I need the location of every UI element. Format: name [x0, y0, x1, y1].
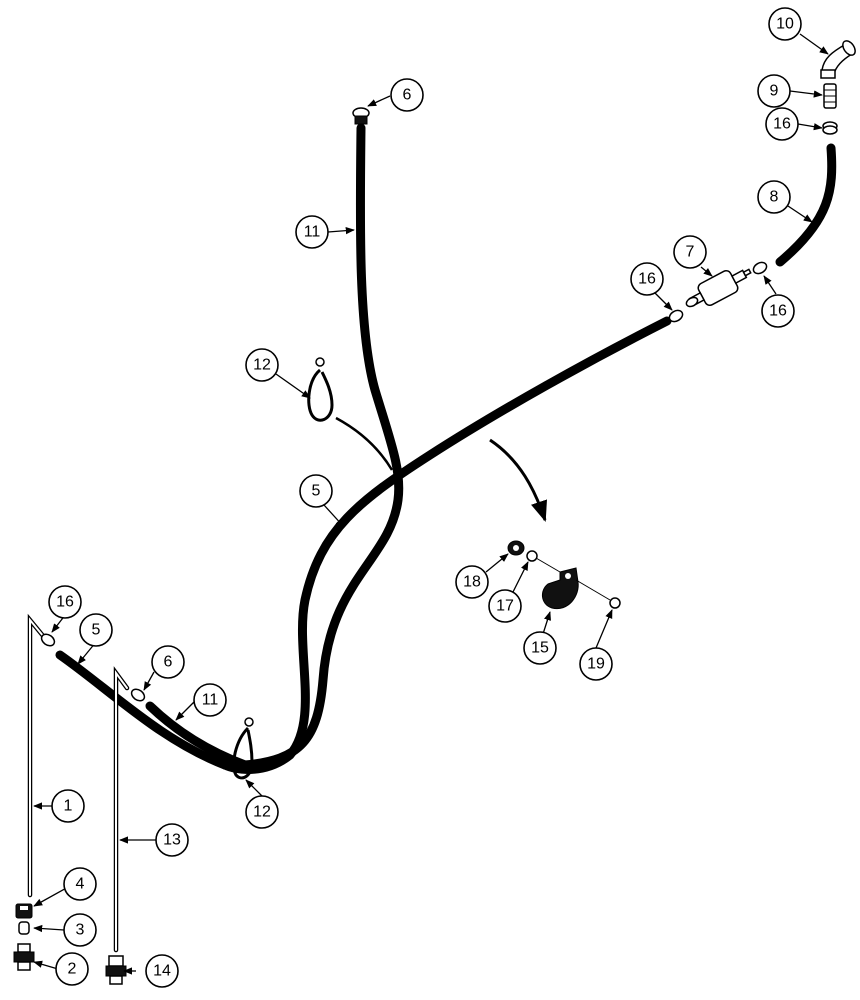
callout-4: 4: [63, 867, 97, 901]
washer-19: [609, 597, 621, 609]
fitting-9: [823, 83, 837, 109]
callout-14: 14: [145, 954, 179, 988]
sleeve-3: [18, 921, 30, 935]
callout-10: 10: [768, 7, 802, 41]
svg-text:6: 6: [164, 654, 173, 671]
hose-clamp-16-filter-left: [668, 309, 684, 323]
svg-text:16: 16: [773, 116, 791, 133]
connector-2: [13, 943, 35, 971]
callout-11-lower: 11: [193, 683, 227, 717]
callout-6-top: 6: [390, 78, 424, 112]
callout-16-filter-right: 16: [761, 294, 795, 328]
svg-text:8: 8: [770, 189, 779, 206]
hose-5: [55, 316, 672, 774]
svg-text:12: 12: [253, 804, 271, 821]
elbow-fitting-10: [820, 40, 856, 79]
svg-text:11: 11: [202, 692, 219, 709]
svg-text:12: 12: [253, 357, 271, 374]
hose-hanger-12-lower: [232, 717, 254, 780]
svg-text:7: 7: [686, 244, 695, 261]
svg-text:9: 9: [770, 83, 779, 100]
hose-clamp-16-left: [40, 633, 56, 647]
callout-15: 15: [523, 631, 557, 665]
svg-text:5: 5: [312, 483, 321, 500]
svg-text:5: 5: [92, 622, 101, 639]
callout-3: 3: [63, 913, 97, 947]
callout-5-middle: 5: [299, 474, 333, 508]
svg-text:2: 2: [68, 961, 77, 978]
svg-text:3: 3: [76, 922, 85, 939]
washer-17: [526, 550, 538, 562]
callout-12-lower: 12: [245, 795, 279, 829]
callout-6-lower: 6: [151, 645, 185, 679]
svg-text:1: 1: [64, 798, 73, 815]
svg-text:16: 16: [638, 271, 656, 288]
svg-text:19: 19: [587, 656, 605, 673]
callout-18: 18: [455, 565, 489, 599]
tube-1: [27, 613, 47, 898]
clip-bracket-15: [542, 567, 579, 610]
svg-text:14: 14: [153, 963, 171, 980]
nut-4: [15, 903, 33, 919]
svg-text:6: 6: [403, 87, 412, 104]
callout-9: 9: [757, 74, 791, 108]
hose-clamp-6-top: [352, 107, 370, 125]
connector-14: [105, 955, 127, 985]
hose-8: [775, 143, 837, 267]
hose-clamp-16-filter-right: [752, 261, 768, 275]
callout-1: 1: [51, 789, 85, 823]
callout-13: 13: [155, 823, 189, 857]
svg-text:16: 16: [769, 303, 787, 320]
nut-18: [507, 540, 525, 556]
hose-11: [145, 123, 404, 770]
callout-2: 2: [55, 952, 89, 986]
svg-text:15: 15: [531, 640, 549, 657]
tube-13: [113, 666, 130, 953]
svg-text:11: 11: [304, 224, 321, 241]
svg-text:18: 18: [463, 574, 481, 591]
callout-17: 17: [488, 589, 522, 623]
svg-text:4: 4: [76, 876, 85, 893]
leader-lines: [33, 33, 829, 975]
callout-19: 19: [579, 647, 613, 681]
callout-16-left: 16: [48, 585, 82, 619]
hose-clamp-6-lower: [130, 688, 146, 702]
svg-text:10: 10: [776, 16, 794, 33]
svg-text:16: 16: [56, 594, 74, 611]
callout-12-upper: 12: [245, 348, 279, 382]
callout-8: 8: [757, 180, 791, 214]
callout-7: 7: [673, 235, 707, 269]
callout-5-lower: 5: [79, 613, 113, 647]
hose-clamp-16-top: [822, 121, 838, 135]
svg-text:13: 13: [163, 832, 181, 849]
hose-hanger-12-upper: [307, 357, 334, 422]
callout-16-top: 16: [765, 107, 799, 141]
callout-11-upper: 11: [295, 215, 329, 249]
callout-16-filter-left: 16: [630, 262, 664, 296]
fuel-filter-7: [685, 268, 752, 308]
svg-text:17: 17: [496, 598, 514, 615]
